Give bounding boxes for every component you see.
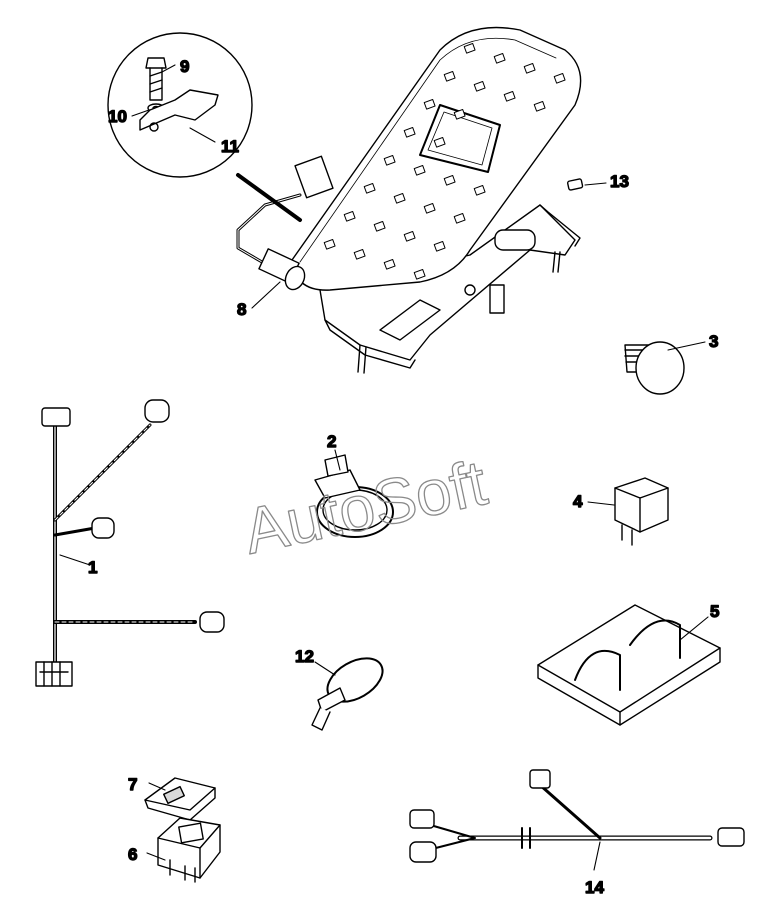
callout-14: 14 bbox=[585, 878, 604, 897]
mounting-pad bbox=[537, 604, 721, 726]
watermark: AutoSoft bbox=[238, 446, 493, 568]
tread-stud bbox=[363, 182, 376, 194]
tread-stud bbox=[463, 42, 476, 54]
callout-3: 3 bbox=[709, 332, 718, 351]
tread-stud bbox=[353, 248, 366, 260]
tread-stud bbox=[433, 240, 446, 252]
tread-stud bbox=[503, 90, 516, 102]
tread-stud bbox=[473, 184, 486, 196]
cable-tie bbox=[311, 657, 384, 731]
callout-7: 7 bbox=[128, 775, 137, 794]
callout-10: 10 bbox=[108, 107, 127, 126]
detail-callout-circle bbox=[107, 32, 302, 222]
switch bbox=[144, 777, 221, 883]
callout-13: 13 bbox=[610, 172, 629, 191]
wiring-harness-2 bbox=[409, 769, 745, 863]
tread-stud bbox=[523, 62, 536, 74]
callout-12: 12 bbox=[295, 647, 314, 666]
hose-clamp bbox=[314, 454, 394, 538]
callout-11: 11 bbox=[221, 137, 239, 156]
tread-stud bbox=[373, 220, 386, 232]
tread-stud bbox=[343, 210, 356, 222]
callout-6: 6 bbox=[128, 845, 137, 864]
callout-2: 2 bbox=[327, 432, 336, 451]
tread-stud bbox=[403, 230, 416, 242]
tread-stud bbox=[413, 164, 426, 176]
tread-stud bbox=[453, 108, 466, 120]
tread-stud bbox=[423, 202, 436, 214]
relay bbox=[614, 477, 669, 546]
tread-stud bbox=[553, 72, 566, 84]
tread-stud bbox=[533, 100, 546, 112]
tread-stud bbox=[393, 192, 406, 204]
callout-9: 9 bbox=[180, 57, 189, 76]
small-bush bbox=[566, 178, 584, 191]
tread-stud bbox=[383, 258, 396, 270]
tread-stud bbox=[443, 70, 456, 82]
callout-5: 5 bbox=[710, 602, 719, 621]
leader-lines bbox=[59, 64, 709, 871]
tread-stud bbox=[473, 80, 486, 92]
tread-stud bbox=[493, 52, 506, 64]
accelerator-pedal bbox=[236, 26, 582, 374]
tread-stud bbox=[443, 174, 456, 186]
tread-stud bbox=[453, 212, 466, 224]
tread-stud bbox=[403, 126, 416, 138]
callout-1: 1 bbox=[88, 558, 97, 577]
wiring-harness bbox=[35, 399, 225, 687]
rubber-stop bbox=[624, 341, 685, 395]
tread-stud bbox=[433, 136, 446, 148]
tread-stud bbox=[323, 238, 336, 250]
callout-4: 4 bbox=[573, 492, 583, 511]
tread-stud bbox=[423, 98, 436, 110]
tread-stud bbox=[383, 154, 396, 166]
tread-stud bbox=[413, 268, 426, 280]
callout-8: 8 bbox=[237, 300, 246, 319]
